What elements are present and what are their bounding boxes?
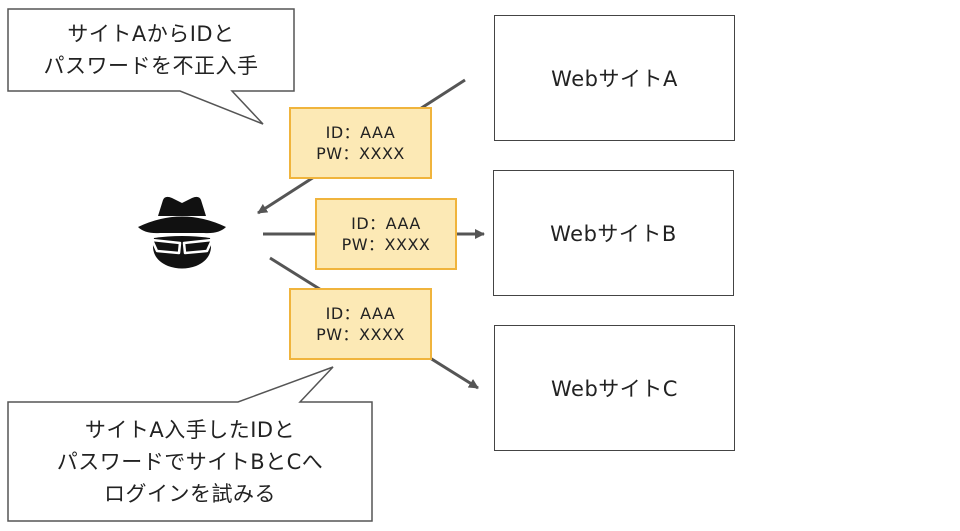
credential-card-site-c: ID：AAA PW：XXXX [289, 288, 432, 360]
callout-top-bubble [7, 8, 295, 125]
hacker-icon [136, 192, 228, 274]
callout-top-text: サイトAからIDと パスワードを不正入手 [8, 9, 294, 91]
credential-id-line: ID：AAA [325, 304, 396, 323]
website-a-box: WebサイトA [494, 15, 735, 141]
website-c-box: WebサイトC [494, 325, 735, 451]
credential-pw-line: PW：XXXX [316, 325, 405, 344]
callout-line: サイトA入手したIDと [84, 417, 296, 442]
website-b-box: WebサイトB [493, 170, 734, 296]
callout-bottom-text: サイトA入手したIDと パスワードでサイトBとCへ ログインを試みる [8, 402, 372, 521]
credential-pw-line: PW：XXXX [316, 144, 405, 163]
credential-card-site-b: ID：AAA PW：XXXX [315, 198, 457, 270]
callout-line: ログインを試みる [104, 481, 276, 506]
callout-bottom-bubble [7, 366, 373, 522]
website-c-label: WebサイトC [551, 377, 678, 401]
callout-line: パスワードでサイトBとCへ [56, 449, 324, 474]
credential-card-stolen: ID：AAA PW：XXXX [289, 107, 432, 179]
credential-id-line: ID：AAA [325, 123, 396, 142]
website-a-label: WebサイトA [551, 67, 678, 91]
website-b-label: WebサイトB [550, 222, 677, 246]
callout-line: サイトAからIDと [67, 22, 235, 46]
credential-pw-line: PW：XXXX [341, 235, 431, 254]
credential-id-line: ID：AAA [351, 214, 421, 233]
callout-line: パスワードを不正入手 [43, 54, 259, 78]
